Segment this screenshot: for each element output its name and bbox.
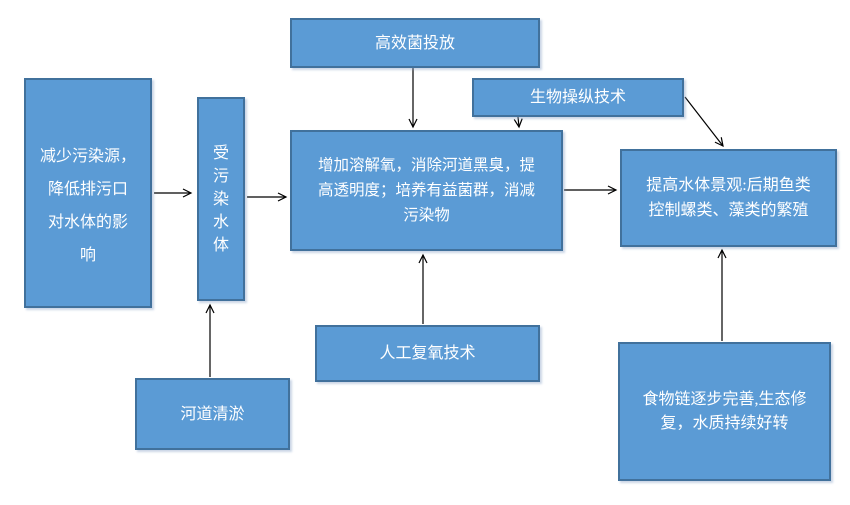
node-treatment-effects: 增加溶解氧，消除河道黑臭，提 高透明度；培养有益菌群，消减 污染物 xyxy=(290,130,563,251)
node-label: 增加溶解氧，消除河道黑臭，提 高透明度；培养有益菌群，消减 污染物 xyxy=(317,157,535,224)
node-label: 高效菌投放 xyxy=(374,34,455,52)
arrow-bio-to-treatment xyxy=(513,116,523,129)
node-label: 提高水体景观:后期鱼类 控制螺类、藻类的繁殖 xyxy=(646,177,811,219)
node-polluted-water-body: 受 污 染 水 体 xyxy=(197,97,245,301)
node-label: 人工复氧技术 xyxy=(379,345,476,362)
node-efficient-bacteria-dosing: 高效菌投放 xyxy=(290,18,540,68)
node-improve-water-landscape: 提高水体景观:后期鱼类 控制螺类、藻类的繁殖 xyxy=(620,149,837,247)
node-biomanipulation-technology: 生物操纵技术 xyxy=(472,78,684,117)
node-label: 食物链逐步完善,生态修 复，水质持续好转 xyxy=(642,390,807,432)
node-label: 生物操纵技术 xyxy=(529,89,626,106)
node-label: 受 污 染 水 体 xyxy=(212,144,229,254)
node-reduce-pollution-sources: 减少污染源， 降低排污口 对水体的影 响 xyxy=(24,78,152,308)
node-food-chain-restoration: 食物链逐步完善,生态修 复，水质持续好转 xyxy=(618,342,831,481)
node-artificial-reoxygenation: 人工复氧技术 xyxy=(315,325,540,382)
node-label: 河道清淤 xyxy=(180,405,245,423)
node-label: 减少污染源， 降低排污口 对水体的影 响 xyxy=(39,148,136,264)
arrow-bio-to-landscape xyxy=(684,96,724,148)
node-river-dredging: 河道清淤 xyxy=(135,378,290,450)
